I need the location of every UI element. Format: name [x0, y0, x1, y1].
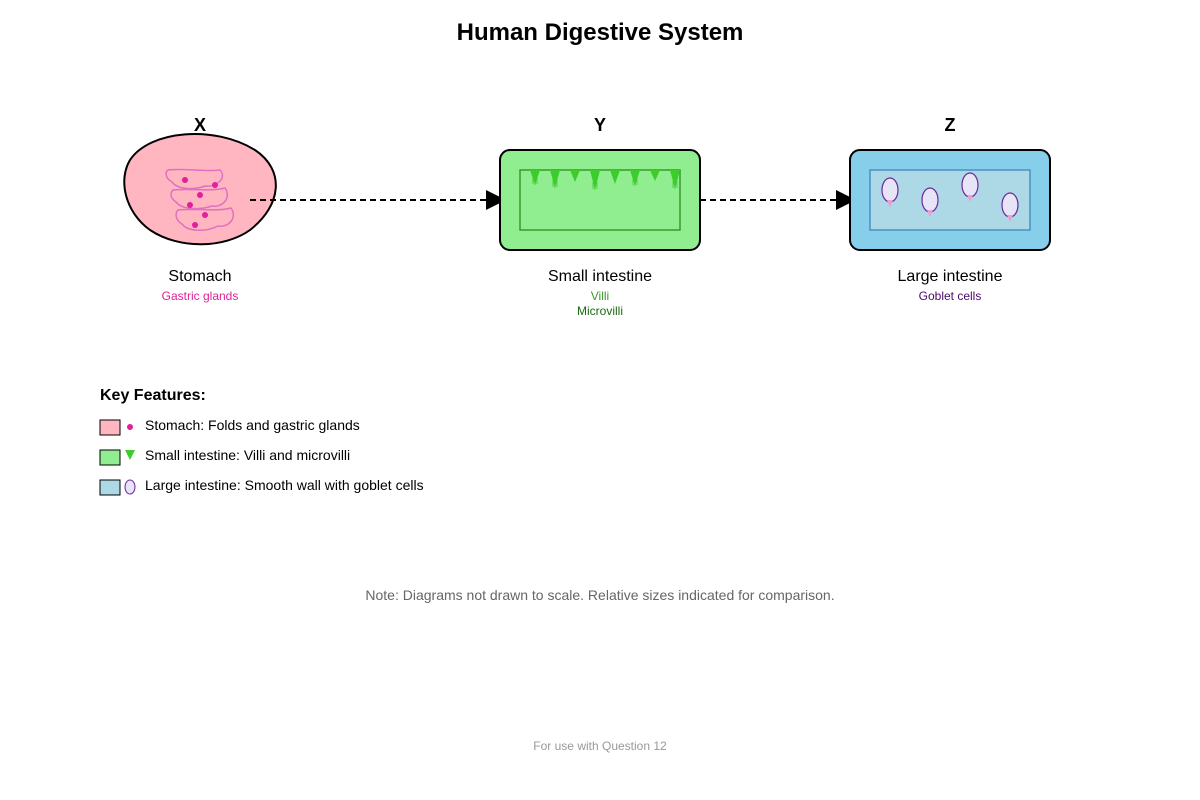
- page-title: Human Digestive System: [457, 19, 744, 46]
- key-item-stomach: Stomach: Folds and gastric glands: [99, 417, 360, 436]
- large-intestine-diagram: Z Large intestine Goblet cells: [849, 115, 1051, 303]
- stomach-diagram: X Stomach Gastric glands: [123, 115, 277, 303]
- goblet-cell: [961, 172, 979, 202]
- organ-name-stomach: Stomach: [168, 268, 231, 285]
- key-label-stomach: Stomach: Folds and gastric glands: [145, 417, 360, 433]
- gland-dot: [192, 222, 198, 228]
- goblet-cells: [881, 172, 1019, 222]
- key-swatch-large-intestine: [99, 479, 121, 496]
- key-swatch-small-intestine: [99, 449, 121, 466]
- label-z: Z: [945, 115, 956, 135]
- villus: [650, 170, 660, 181]
- organ-name-small-intestine: Small intestine: [548, 268, 652, 285]
- key-swatch-stomach: [99, 419, 121, 436]
- key-label-small-intestine: Small intestine: Villi and microvilli: [145, 447, 350, 463]
- scale-note: Note: Diagrams not drawn to scale. Relat…: [365, 587, 834, 603]
- stomach-folds: [165, 168, 235, 231]
- gland-dot: [197, 192, 203, 198]
- feature-villi: Villi: [591, 289, 609, 303]
- gland-dot: [187, 202, 193, 208]
- goblet-cell: [881, 177, 899, 208]
- gland-dot: [182, 177, 188, 183]
- key-item-large-intestine: Large intestine: Smooth wall with goblet…: [99, 477, 424, 496]
- microvilli: [532, 178, 678, 190]
- label-x: X: [194, 115, 206, 135]
- gland-dot: [212, 182, 218, 188]
- villi: [530, 170, 680, 190]
- feature-gastric-glands: Gastric glands: [162, 289, 239, 303]
- villus: [610, 170, 620, 184]
- villus: [590, 170, 600, 190]
- large-intestine-lumen: [869, 169, 1031, 231]
- organ-name-large-intestine: Large intestine: [898, 268, 1003, 285]
- villus: [670, 170, 680, 189]
- key-legend: Key Features: Stomach: Folds and gastric…: [99, 387, 424, 496]
- villus: [530, 170, 540, 185]
- villus: [630, 170, 640, 186]
- villus: [550, 170, 560, 188]
- feature-microvilli: Microvilli: [577, 304, 623, 318]
- goblet-cell: [921, 187, 939, 217]
- feature-goblet-cells: Goblet cells: [919, 289, 982, 303]
- villus-triangle-icon: [125, 450, 135, 460]
- small-intestine-lumen: [519, 169, 681, 231]
- villus: [570, 170, 580, 182]
- key-heading: Key Features:: [100, 387, 206, 404]
- gastric-glands: [182, 177, 218, 228]
- goblet-cell-icon: [124, 479, 136, 495]
- key-label-large-intestine: Large intestine: Smooth wall with goblet…: [145, 477, 424, 493]
- goblet-cell: [1001, 192, 1019, 222]
- gland-dot-icon: [127, 424, 133, 430]
- key-item-small-intestine: Small intestine: Villi and microvilli: [99, 447, 350, 466]
- gland-dot: [202, 212, 208, 218]
- label-y: Y: [594, 115, 606, 135]
- small-intestine-diagram: Y Small intestine Villi Microvilli: [499, 115, 701, 318]
- footer-text: For use with Question 12: [533, 739, 667, 753]
